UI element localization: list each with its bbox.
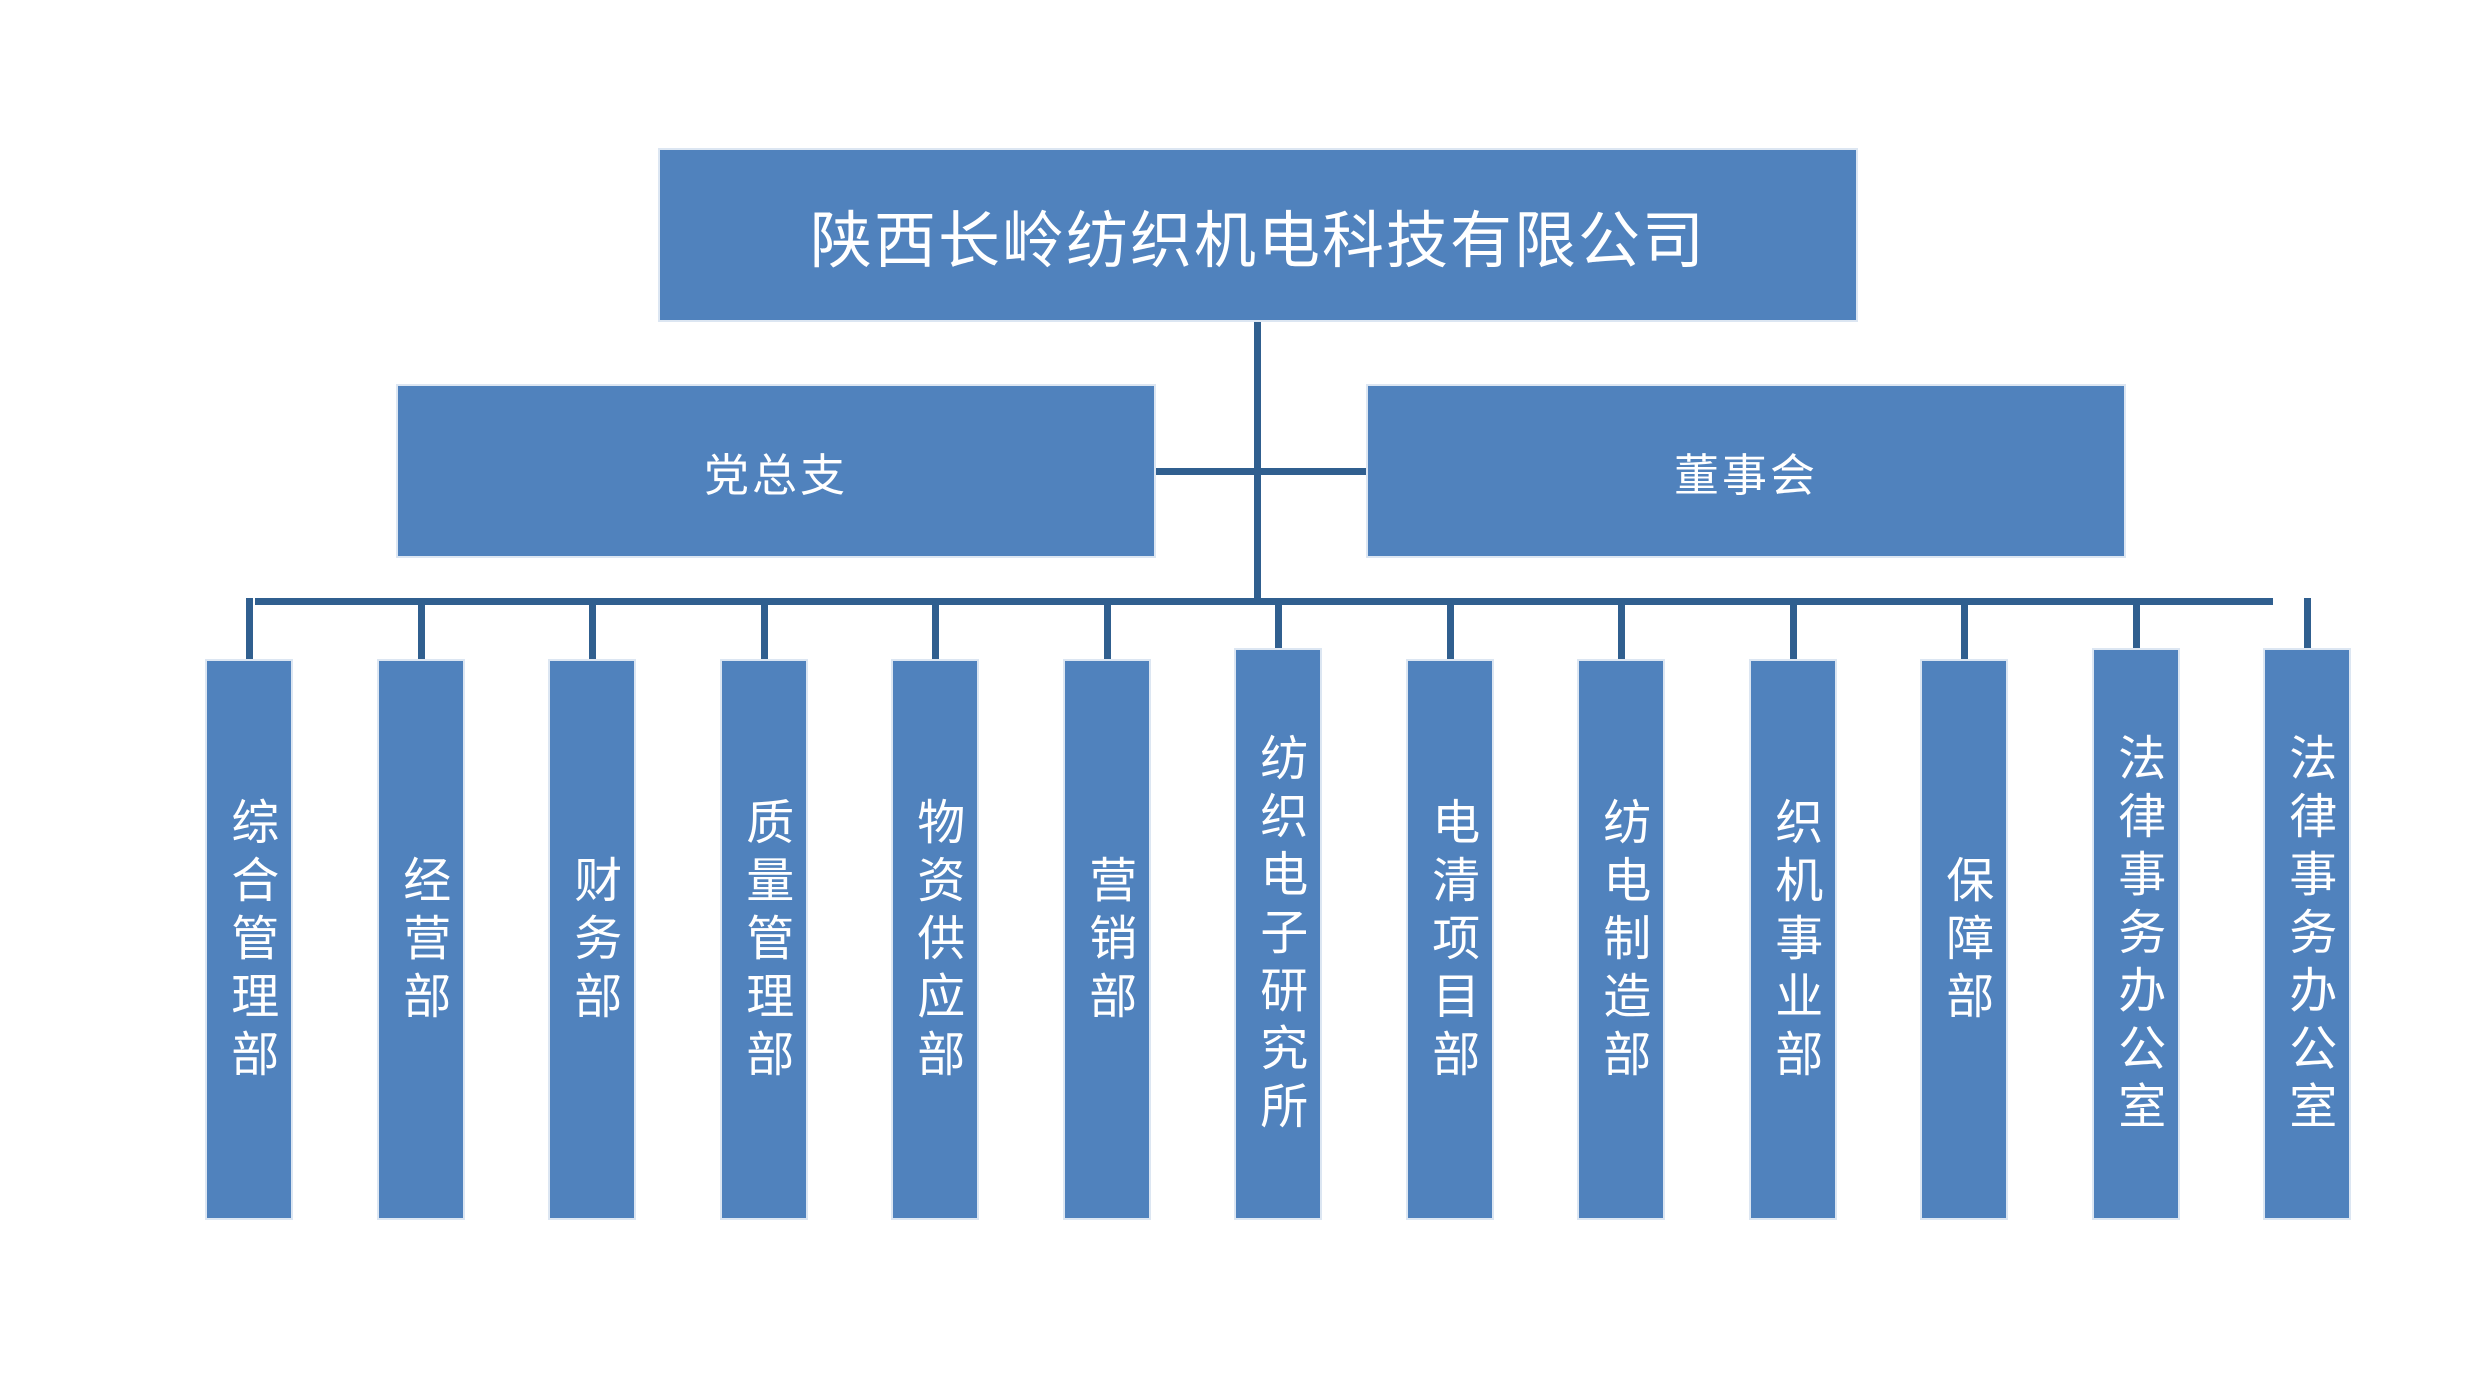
org-node-board-of-directors-label: 董事会	[1673, 448, 1818, 502]
org-node-department-label: 保障部	[1938, 854, 1992, 1029]
org-node-department[interactable]: 纺电制造部	[1579, 661, 1663, 1218]
org-node-department-label: 织机事业部	[1767, 796, 1821, 1087]
org-node-department[interactable]: 法律事务办公室	[2094, 650, 2178, 1218]
connector-department-drop	[761, 598, 768, 661]
connector-tier2-crossbar	[1154, 468, 1368, 475]
org-node-department-label: 纺织电子研究所	[1252, 733, 1306, 1139]
org-node-department[interactable]: 织机事业部	[1751, 661, 1835, 1218]
connector-department-drop	[246, 598, 253, 661]
org-node-department[interactable]: 法律事务办公室	[2265, 650, 2349, 1218]
org-node-department-label: 综合管理部	[223, 796, 277, 1087]
org-node-department-label: 财务部	[566, 854, 620, 1029]
connector-department-drop	[589, 598, 596, 661]
org-node-party-branch[interactable]: 党总支	[398, 386, 1154, 556]
org-node-department[interactable]: 营销部	[1065, 661, 1149, 1218]
org-node-department[interactable]: 经营部	[379, 661, 463, 1218]
org-node-department-label: 经营部	[395, 854, 449, 1029]
org-node-department-label: 质量管理部	[738, 796, 792, 1087]
org-node-board-of-directors[interactable]: 董事会	[1368, 386, 2124, 556]
org-node-department[interactable]: 物资供应部	[893, 661, 977, 1218]
connector-department-drop	[2133, 598, 2140, 650]
org-node-department-label: 法律事务办公室	[2281, 733, 2335, 1139]
org-node-department-label: 电清项目部	[1424, 796, 1478, 1087]
org-node-department[interactable]: 纺织电子研究所	[1236, 650, 1320, 1218]
connector-root-to-departments	[1254, 320, 1261, 604]
connector-department-drop	[1104, 598, 1111, 661]
org-node-department[interactable]: 质量管理部	[722, 661, 806, 1218]
org-node-department[interactable]: 综合管理部	[207, 661, 291, 1218]
org-node-department-label: 纺电制造部	[1595, 796, 1649, 1087]
org-node-department-label: 物资供应部	[909, 796, 963, 1087]
org-node-department[interactable]: 电清项目部	[1408, 661, 1492, 1218]
org-node-root-label: 陕西长岭纺织机电科技有限公司	[809, 204, 1706, 277]
connector-department-drop	[1961, 598, 1968, 661]
connector-department-drop	[1447, 598, 1454, 661]
connector-department-drop	[932, 598, 939, 661]
org-node-department-label: 营销部	[1081, 854, 1135, 1029]
org-node-department-label: 法律事务办公室	[2110, 733, 2164, 1139]
connector-department-bar	[255, 598, 2273, 605]
org-node-department[interactable]: 财务部	[550, 661, 634, 1218]
org-node-root[interactable]: 陕西长岭纺织机电科技有限公司	[660, 150, 1856, 320]
connector-department-drop	[1618, 598, 1625, 661]
connector-department-drop	[2304, 598, 2311, 650]
connector-department-drop	[418, 598, 425, 661]
org-node-department[interactable]: 保障部	[1922, 661, 2006, 1218]
org-node-party-branch-label: 党总支	[703, 448, 848, 502]
connector-department-drop	[1790, 598, 1797, 661]
connector-department-drop	[1275, 598, 1282, 650]
